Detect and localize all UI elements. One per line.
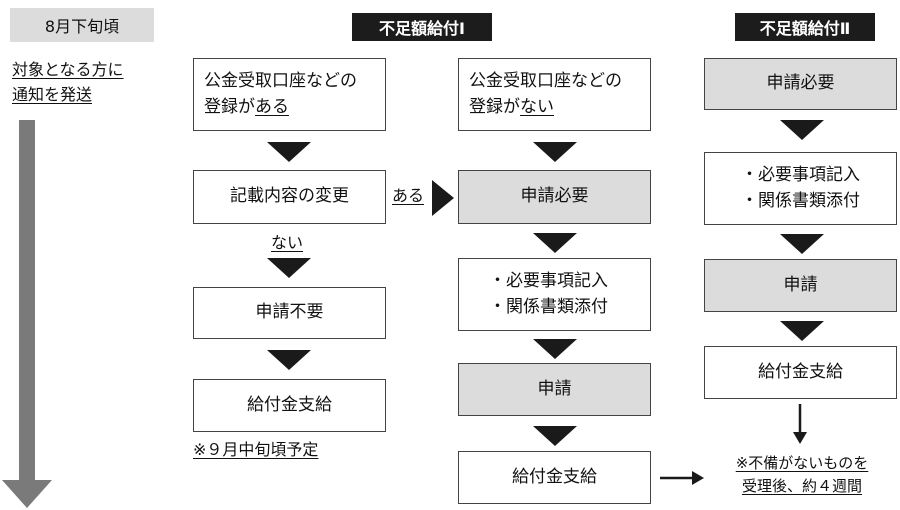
note-four-weeks-line2: 受理後、約４週間 bbox=[741, 476, 862, 495]
arrow-right-yes bbox=[432, 180, 454, 216]
label-yes: ある bbox=[392, 186, 425, 205]
arrow-down-1c bbox=[267, 350, 311, 370]
box-application-3: 申請 bbox=[704, 259, 897, 312]
timeline-note-line2: 通知を発送 bbox=[12, 84, 93, 104]
arrow-down-1b bbox=[267, 258, 311, 278]
timeline-arrow bbox=[2, 120, 52, 508]
note-four-weeks: ※不備がないものを 受理後、約４週間 bbox=[716, 452, 888, 497]
label-no: ない bbox=[271, 233, 304, 252]
box-payment-1: 給付金支給 bbox=[193, 379, 386, 432]
arrow-down-2b bbox=[533, 233, 577, 253]
timeline-note-line1: 対象となる方に bbox=[12, 60, 124, 79]
header-shortfall-2: 不足額給付Ⅱ bbox=[735, 13, 875, 41]
box-unregistered: 公金受取口座などの 登録がない bbox=[458, 58, 651, 131]
arrow-down-3a bbox=[780, 120, 824, 140]
box-payment-2: 給付金支給 bbox=[458, 451, 651, 504]
box-docs-2: ・必要事項記入 ・関係書類添付 bbox=[458, 258, 651, 331]
arrow-down-thin bbox=[793, 404, 807, 444]
box-content-change: 記載内容の変更 bbox=[193, 170, 386, 224]
header-shortfall-1: 不足額給付Ⅰ bbox=[352, 13, 492, 41]
arrow-down-2d bbox=[533, 426, 577, 446]
box-application-2: 申請 bbox=[458, 363, 651, 416]
date-label: 8月下旬頃 bbox=[10, 8, 154, 42]
box-no-application: 申請不要 bbox=[193, 287, 386, 339]
arrow-down-2c bbox=[533, 339, 577, 359]
arrow-right-payment bbox=[660, 471, 704, 485]
note-four-weeks-line1: ※不備がないものを bbox=[735, 454, 869, 472]
timeline-note: 対象となる方に 通知を発送 bbox=[12, 58, 124, 108]
box-application-required-2: 申請必要 bbox=[458, 170, 651, 224]
arrow-down-3b bbox=[780, 234, 824, 254]
arrow-down-3c bbox=[780, 321, 824, 341]
box-registered: 公金受取口座などの 登録がある bbox=[193, 58, 386, 131]
box-payment-3: 給付金支給 bbox=[704, 346, 897, 399]
arrow-down-2a bbox=[533, 142, 577, 162]
note-schedule: ※９月中旬頃予定 bbox=[193, 440, 319, 459]
box-docs-3: ・必要事項記入 ・関係書類添付 bbox=[704, 152, 897, 225]
box-application-required-3: 申請必要 bbox=[704, 58, 897, 110]
arrow-down-1a bbox=[267, 142, 311, 162]
